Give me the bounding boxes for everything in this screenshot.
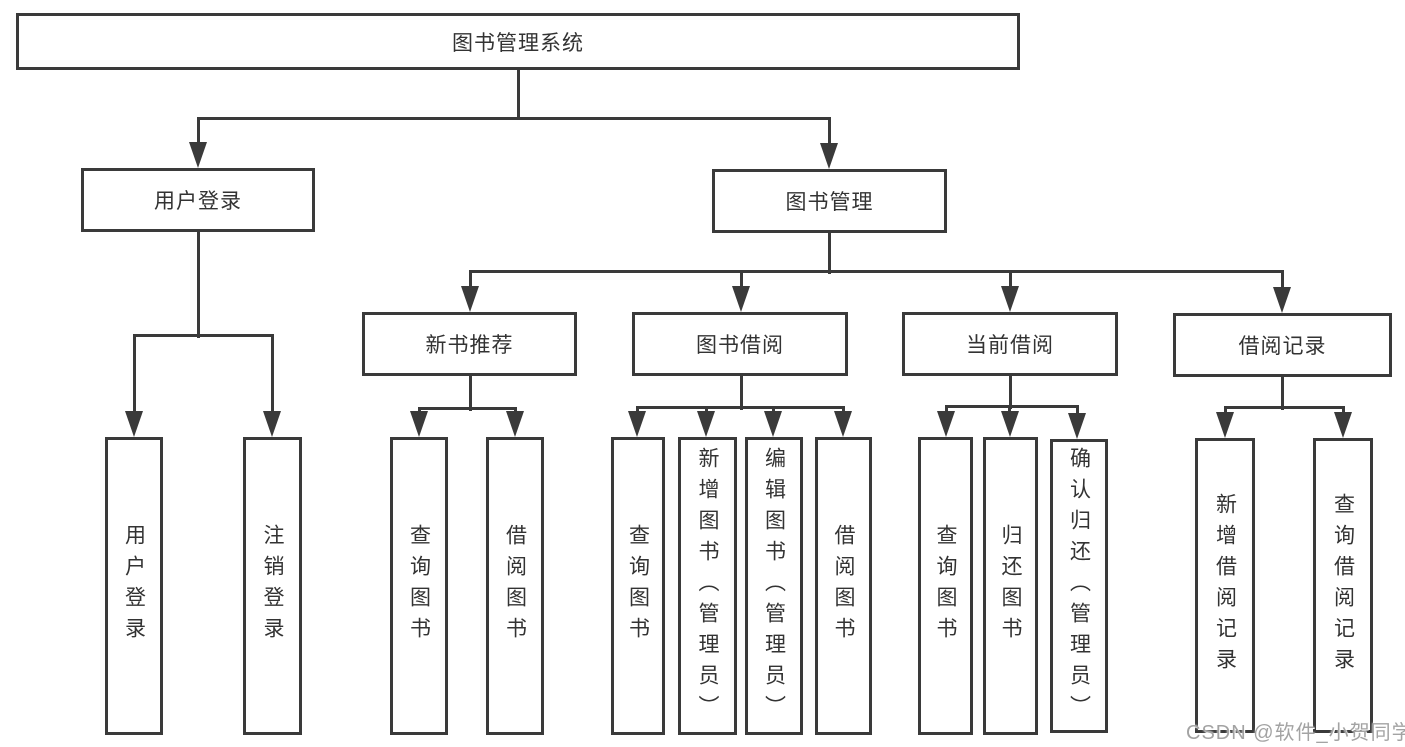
- leaf-confirm-return-admin: 确认归还（管理员）: [1050, 439, 1108, 733]
- connector-line: [1281, 270, 1284, 295]
- connector-line: [197, 117, 831, 120]
- connector-line: [1009, 376, 1012, 409]
- leaf-add-borrow-record-label: 新增借阅记录: [1213, 492, 1237, 679]
- node-borrow-records: 借阅记录: [1173, 313, 1392, 377]
- leaf-edit-books-admin: 编辑图书（管理员）: [745, 437, 803, 735]
- connector-line: [133, 334, 136, 418]
- connector-line: [828, 233, 831, 274]
- leaf-query-books-current-label: 查询图书: [934, 524, 957, 648]
- connector-line: [271, 334, 274, 418]
- arrow-down-icon: [1001, 286, 1019, 312]
- arrow-down-icon: [1334, 412, 1352, 438]
- leaf-confirm-return-admin-label: 确认归还（管理员）: [1067, 446, 1091, 726]
- arrow-down-icon: [410, 411, 428, 437]
- leaf-query-books-borrow: 查询图书: [611, 437, 665, 735]
- connector-line: [418, 407, 517, 410]
- arrow-down-icon: [1216, 412, 1234, 438]
- leaf-query-books-recommend: 查询图书: [390, 437, 448, 735]
- node-book-borrow: 图书借阅: [632, 312, 848, 376]
- connector-line: [1281, 377, 1284, 410]
- leaf-query-borrow-record-label: 查询借阅记录: [1331, 492, 1355, 679]
- leaf-query-books-recommend-label: 查询图书: [407, 524, 431, 648]
- connector-line: [469, 270, 1283, 273]
- arrow-down-icon: [764, 411, 782, 437]
- leaf-add-books-admin: 新增图书（管理员）: [678, 437, 737, 735]
- leaf-logout-label: 注销登录: [261, 524, 284, 648]
- node-user-login-label: 用户登录: [154, 190, 242, 213]
- node-new-book-recommend-label: 新书推荐: [425, 334, 514, 357]
- arrow-down-icon: [820, 143, 838, 169]
- leaf-add-books-admin-label: 新增图书（管理员）: [696, 446, 719, 726]
- leaf-query-borrow-record: 查询借阅记录: [1313, 438, 1373, 733]
- node-new-book-recommend: 新书推荐: [362, 312, 577, 376]
- leaf-edit-books-admin-label: 编辑图书（管理员）: [762, 446, 786, 726]
- arrow-down-icon: [697, 411, 715, 437]
- leaf-borrow-books-recommend-label: 借阅图书: [503, 524, 527, 648]
- arrow-down-icon: [732, 286, 750, 312]
- leaf-query-books-current: 查询图书: [918, 437, 973, 735]
- connector-line: [945, 405, 1079, 408]
- arrow-down-icon: [1273, 287, 1291, 313]
- leaf-borrow-books-label: 借阅图书: [832, 524, 855, 648]
- node-borrow-records-label: 借阅记录: [1238, 335, 1327, 358]
- node-root: 图书管理系统: [16, 13, 1020, 70]
- connector-line: [636, 406, 845, 409]
- arrow-down-icon: [263, 411, 281, 437]
- node-book-management-label: 图书管理: [785, 191, 874, 214]
- node-root-label: 图书管理系统: [452, 31, 584, 55]
- node-current-borrow: 当前借阅: [902, 312, 1118, 376]
- connector-line: [517, 70, 520, 118]
- connector-line: [828, 117, 831, 150]
- connector-line: [469, 270, 472, 294]
- leaf-add-borrow-record: 新增借阅记录: [1195, 438, 1255, 733]
- connector-line: [197, 232, 200, 338]
- arrow-down-icon: [1068, 413, 1086, 439]
- leaf-borrow-books-recommend: 借阅图书: [486, 437, 544, 735]
- node-book-borrow-label: 图书借阅: [696, 334, 784, 357]
- leaf-user-login: 用户登录: [105, 437, 163, 735]
- leaf-query-books-borrow-label: 查询图书: [626, 524, 650, 648]
- node-book-management: 图书管理: [712, 169, 947, 233]
- arrow-down-icon: [461, 286, 479, 312]
- leaf-borrow-books: 借阅图书: [815, 437, 872, 735]
- arrow-down-icon: [1001, 411, 1019, 437]
- node-user-login: 用户登录: [81, 168, 315, 232]
- arrow-down-icon: [628, 411, 646, 437]
- node-current-borrow-label: 当前借阅: [966, 334, 1054, 357]
- connector-line: [133, 334, 274, 337]
- connector-line: [740, 270, 743, 294]
- arrow-down-icon: [834, 411, 852, 437]
- connector-line: [740, 376, 743, 410]
- arrow-down-icon: [189, 142, 207, 168]
- csdn-watermark: CSDN @软件_小贺同学: [1186, 722, 1405, 744]
- arrow-down-icon: [506, 411, 524, 437]
- leaf-logout: 注销登录: [243, 437, 302, 735]
- leaf-user-login-label: 用户登录: [122, 524, 146, 648]
- arrow-down-icon: [125, 411, 143, 437]
- arrow-down-icon: [937, 411, 955, 437]
- leaf-return-books: 归还图书: [983, 437, 1038, 735]
- connector-line: [197, 117, 200, 150]
- leaf-return-books-label: 归还图书: [999, 524, 1022, 648]
- connector-line: [1009, 270, 1012, 294]
- connector-line: [1224, 406, 1345, 409]
- connector-line: [469, 376, 472, 411]
